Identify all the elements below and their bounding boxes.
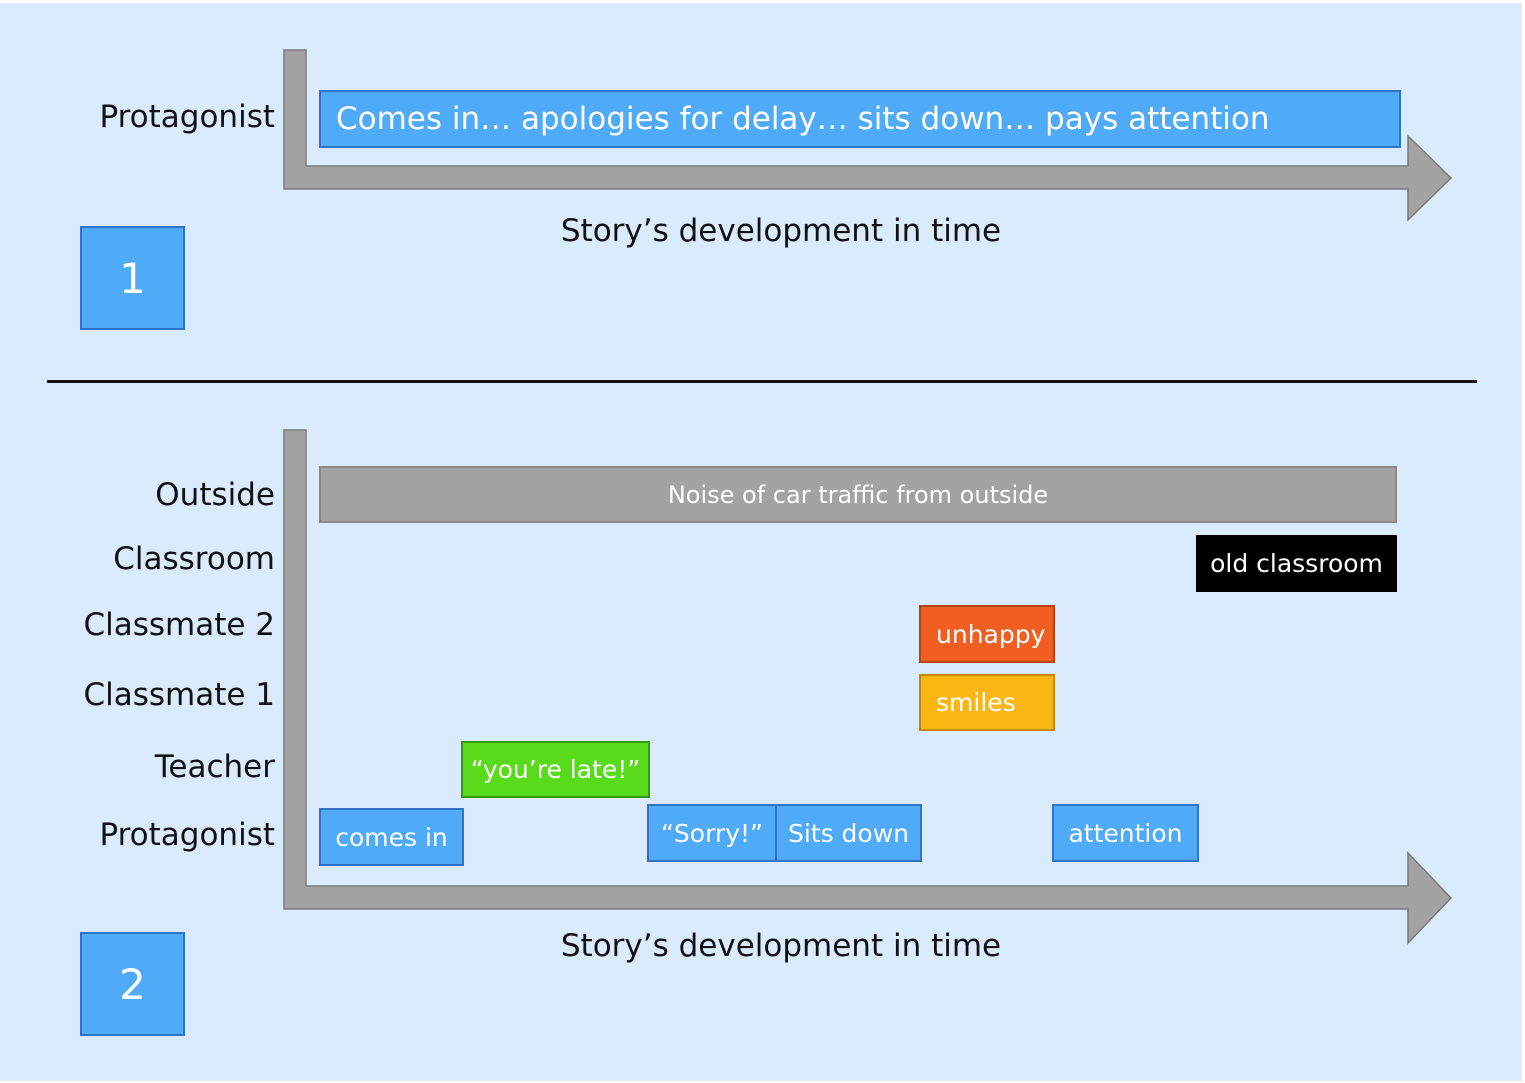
event-smiles: smiles — [919, 674, 1055, 731]
panel2-time-axis-arrow — [283, 429, 1453, 945]
panel1-event-text: Comes in… apologies for delay… sits down… — [336, 101, 1270, 137]
event-attention: attention — [1052, 804, 1199, 862]
panel1-number: 1 — [119, 253, 146, 303]
event-sits-down: Sits down — [775, 804, 922, 862]
panel1-time-axis-arrow — [283, 49, 1453, 222]
event-sorry: “Sorry!” — [647, 804, 777, 862]
event-comes-in-text: comes in — [335, 822, 448, 852]
event-comes-in: comes in — [319, 808, 464, 866]
event-youre-late-text: “you’re late!” — [470, 755, 641, 784]
event-sorry-text: “Sorry!” — [660, 818, 763, 848]
panel2-row-label-outside: Outside — [155, 477, 275, 513]
event-attention-text: attention — [1068, 818, 1183, 848]
event-smiles-text: smiles — [936, 688, 1016, 717]
panel1-number-badge: 1 — [80, 226, 185, 330]
panel2-number: 2 — [119, 959, 146, 1009]
panel2-number-badge: 2 — [80, 932, 185, 1036]
panel2-row-label-teacher: Teacher — [154, 749, 275, 785]
panel-divider — [47, 380, 1477, 383]
event-unhappy-text: unhappy — [936, 619, 1046, 649]
panel2-row-label-classmate-1: Classmate 1 — [83, 677, 275, 713]
panel2-axis-caption: Story’s development in time — [560, 928, 1002, 964]
panel1-event-protagonist: Comes in… apologies for delay… sits down… — [319, 90, 1401, 148]
panel2-row-label-protagonist: Protagonist — [99, 817, 275, 853]
panel1-row-label-protagonist: Protagonist — [99, 99, 275, 135]
panel1-axis-caption: Story’s development in time — [560, 213, 1002, 249]
event-old-classroom-text: old classroom — [1210, 549, 1383, 578]
event-noise-text: Noise of car traffic from outside — [667, 480, 1049, 509]
event-sits-down-text: Sits down — [787, 818, 910, 848]
event-noise-of-car-traffic: Noise of car traffic from outside — [319, 466, 1397, 523]
panel2-row-label-classroom: Classroom — [113, 541, 275, 577]
panel2-row-label-classmate-2: Classmate 2 — [83, 607, 275, 643]
event-youre-late: “you’re late!” — [461, 741, 650, 798]
event-old-classroom: old classroom — [1196, 535, 1397, 592]
event-unhappy: unhappy — [919, 605, 1055, 663]
